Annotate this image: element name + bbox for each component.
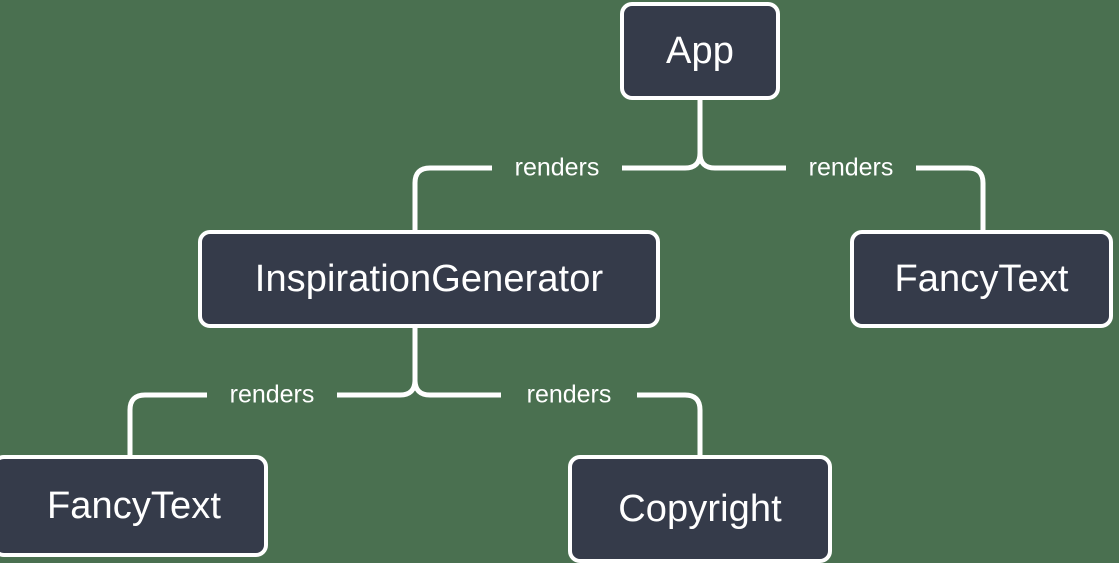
node-copyright-label: Copyright (618, 488, 782, 530)
node-app[interactable]: App (620, 2, 780, 100)
edge-inspgen-to-copyright-2 (637, 392, 703, 455)
edge-app-to-inspgen-2 (412, 165, 492, 230)
edge-label-inspirationgenerator-fancytext: renders (229, 380, 315, 409)
node-fancytext-left-label: FancyText (46, 485, 222, 527)
node-fancytext-right-label: FancyText (894, 258, 1069, 300)
edge-label-app-inspirationgenerator: renders (514, 153, 600, 182)
node-inspirationgenerator[interactable]: InspirationGenerator (198, 230, 660, 328)
edge-inspgen-to-fancyleft (337, 379, 418, 398)
node-copyright[interactable]: Copyright (568, 455, 832, 563)
edge-app-to-inspgen (622, 152, 703, 171)
node-fancytext-left[interactable]: FancyText (0, 455, 268, 557)
edge-label-app-fancytext: renders (808, 153, 894, 182)
edge-app-to-fancyright (697, 152, 786, 171)
node-fancytext-right[interactable]: FancyText (850, 230, 1113, 328)
edge-label-inspirationgenerator-copyright: renders (526, 380, 612, 409)
node-app-label: App (666, 30, 734, 72)
edge-inspgen-to-copyright (412, 379, 501, 398)
edge-inspgen-to-fancyleft-2 (127, 392, 207, 455)
edge-app-to-fancyright-2 (916, 165, 986, 230)
node-inspirationgenerator-label: InspirationGenerator (254, 258, 604, 300)
